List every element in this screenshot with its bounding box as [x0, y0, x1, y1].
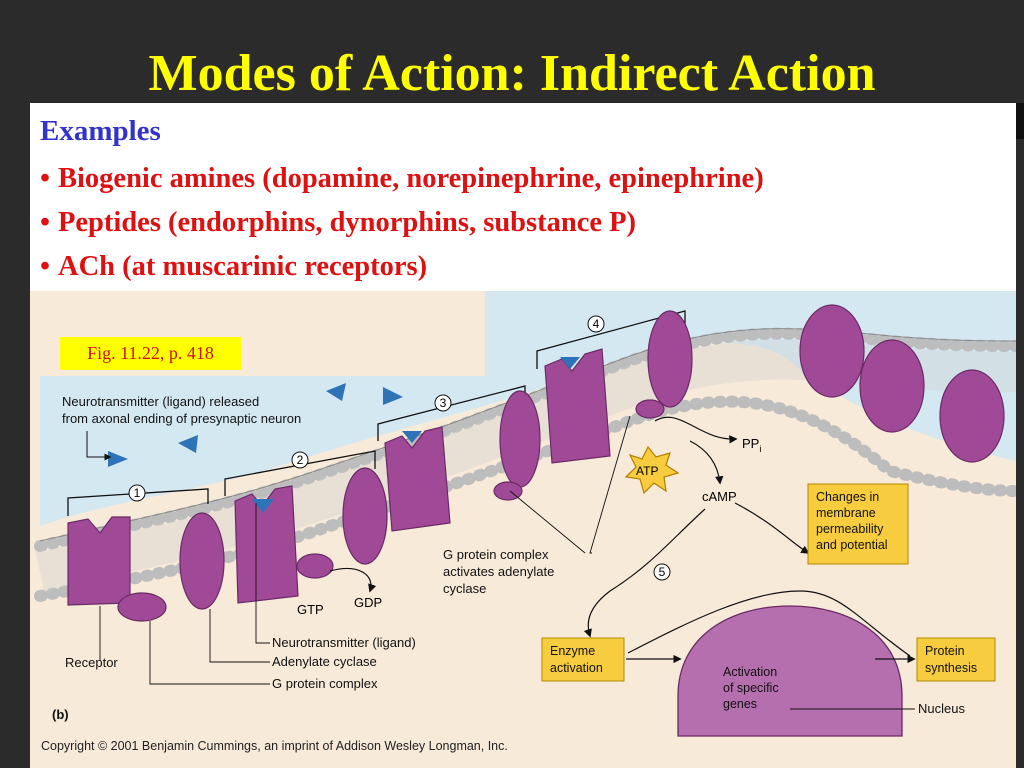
changes-box: Changes in membrane permeability and pot… — [807, 483, 909, 565]
receptor-protein — [544, 348, 611, 464]
copyright-notice: Copyright © 2001 Benjamin Cummings, an i… — [41, 739, 508, 753]
svg-text:5: 5 — [659, 565, 666, 579]
g-protein-complex — [635, 399, 665, 419]
release-note: Neurotransmitter (ligand) released from … — [62, 394, 301, 426]
legend-labels: Neurotransmitter (ligand) Adenylate cycl… — [52, 635, 416, 722]
figure-reference: Fig. 11.22, p. 418 — [60, 337, 241, 370]
svg-text:of specific: of specific — [723, 681, 779, 695]
step-markers: 1 2 3 4 5 — [128, 315, 671, 581]
svg-text:activates adenylate: activates adenylate — [443, 564, 554, 579]
decorative-stripe — [1016, 103, 1024, 139]
camp-to-changes-arrow — [734, 502, 810, 554]
gtp-gdp-arrow — [329, 567, 377, 593]
svg-text:Enzyme: Enzyme — [550, 644, 595, 658]
g-protein-note-leaders — [509, 415, 631, 554]
legend-leaders — [99, 503, 270, 685]
ion-channel-subunit — [939, 369, 1005, 463]
receptor-protein — [67, 516, 131, 606]
receptor-protein — [384, 426, 451, 532]
release-arrow — [86, 431, 112, 461]
examples-heading: Examples — [40, 115, 161, 147]
enzyme-arc — [627, 590, 911, 657]
svg-text:activation: activation — [550, 661, 603, 675]
bullet-text: Biogenic amines (dopamine, norepinephrin… — [58, 163, 764, 194]
adenylate-cyclase — [342, 467, 388, 565]
atp-label: ATP — [636, 464, 658, 478]
svg-text:3: 3 — [440, 396, 447, 410]
svg-text:Changes in: Changes in — [816, 490, 879, 504]
bullet-text: Peptides (endorphins, dynorphins, substa… — [58, 207, 637, 238]
bullet-item: • Biogenic amines (dopamine, norepinephri… — [40, 157, 764, 201]
neurotransmitter-ligands — [108, 357, 580, 513]
svg-text:permeability: permeability — [816, 522, 884, 536]
svg-text:2: 2 — [297, 453, 304, 467]
svg-text:Adenylate cyclase: Adenylate cyclase — [272, 654, 377, 669]
svg-text:membrane: membrane — [816, 506, 876, 520]
svg-text:synthesis: synthesis — [925, 661, 977, 675]
pp-label: PPi — [742, 436, 761, 454]
svg-text:Neurotransmitter (ligand) rele: Neurotransmitter (ligand) released — [62, 394, 259, 409]
camp-label: cAMP — [702, 489, 737, 504]
gene-activation-label: Activation of specific genes — [723, 665, 779, 711]
svg-text:G protein complex: G protein complex — [272, 676, 378, 691]
svg-text:G protein complex: G protein complex — [443, 547, 549, 562]
svg-text:4: 4 — [593, 317, 600, 331]
bullet-text: ACh (at muscarinic receptors) — [58, 251, 428, 282]
ion-channel-subunit — [859, 339, 925, 433]
examples-box: Examples • Biogenic amines (dopamine, nor… — [30, 103, 1016, 291]
receptor-label: Receptor — [65, 655, 118, 670]
svg-text:genes: genes — [723, 697, 757, 711]
nucleus — [677, 605, 903, 737]
svg-text:Neurotransmitter (ligand): Neurotransmitter (ligand) — [272, 635, 416, 650]
figure-canvas: 1 2 3 4 5 Neuro — [30, 291, 1016, 768]
svg-text:Activation: Activation — [723, 665, 777, 679]
bullet-item: • Peptides (endorphins, dynorphins, subst… — [40, 201, 764, 245]
bullet-dot-icon: • — [40, 251, 50, 282]
panel-label: (b) — [52, 707, 69, 722]
gdp-label: GDP — [354, 595, 382, 610]
svg-text:Protein: Protein — [925, 644, 965, 658]
bullet-dot-icon: • — [40, 207, 50, 238]
slide-title: Modes of Action: Indirect Action — [148, 45, 876, 102]
adenylate-cyclase — [647, 310, 693, 408]
bullet-item: • ACh (at muscarinic receptors) — [40, 245, 764, 289]
nucleus-label: Nucleus — [918, 701, 965, 716]
camp-to-enzyme-arrow — [583, 508, 706, 638]
extracellular-space — [40, 291, 1016, 526]
enzyme-activation-box: Enzyme activation — [541, 637, 625, 682]
receptor-protein — [234, 485, 299, 604]
svg-text:1: 1 — [134, 486, 141, 500]
protein-synthesis-box: Protein synthesis — [916, 637, 996, 682]
signal-transduction-figure: 1 2 3 4 5 Neuro — [30, 291, 1016, 768]
atp-burst-icon — [624, 445, 680, 495]
bullet-dot-icon: • — [40, 163, 50, 194]
g-protein-complex — [117, 592, 167, 622]
pp-arrow — [654, 416, 738, 444]
ion-channel-subunit — [799, 304, 865, 398]
gtp-label: GTP — [297, 602, 324, 617]
svg-text:from axonal ending of presynap: from axonal ending of presynaptic neuron — [62, 411, 301, 426]
membrane-proteins — [67, 304, 1005, 622]
examples-list: • Biogenic amines (dopamine, norepinephri… — [40, 157, 764, 289]
adenylate-cyclase — [179, 512, 225, 610]
svg-text:and potential: and potential — [816, 538, 888, 552]
g-protein-note: G protein complex activates adenylate cy… — [443, 547, 554, 596]
adenylate-cyclase — [499, 390, 541, 488]
g-protein-complex — [296, 553, 334, 579]
camp-arrow — [689, 440, 724, 485]
svg-text:cyclase: cyclase — [443, 581, 486, 596]
